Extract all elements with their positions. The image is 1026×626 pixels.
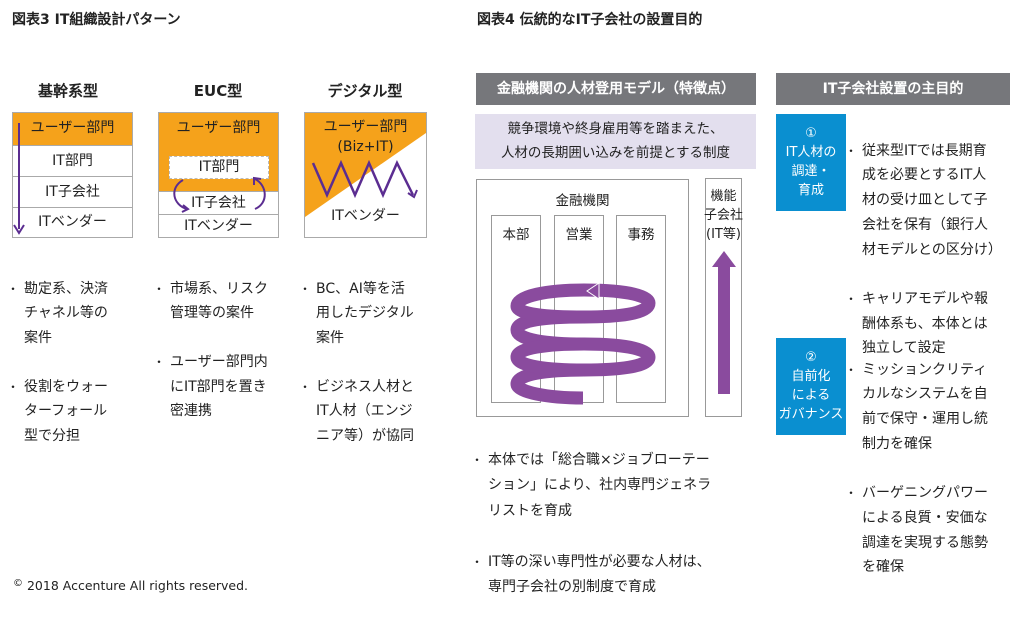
fig4-title: 図表4 伝統的なIT子会社の設置目的 xyxy=(477,12,703,28)
bullet: 従来型ITでは長期育 成を必要とするIT人 材の受け皿として子 会社を保有（銀行… xyxy=(845,139,1002,263)
row-it-subsidiary: IT子会社 xyxy=(159,191,278,214)
bullet: 本体では「総合職×ジョブローテー ション」により、社内専門ジェネラ リストを育成 xyxy=(471,448,711,525)
it-vendor-label: ITベンダー xyxy=(331,208,400,224)
purpose-2-label: ② 自前化 による ガバナンス xyxy=(776,338,846,435)
it-dept-dashed: IT部門 xyxy=(169,156,269,179)
financial-institution-box: 金融機関 本部 営業 事務 xyxy=(476,179,689,417)
purpose-1-bullets: 従来型ITでは長期育 成を必要とするIT人 材の受け皿として子 会社を保有（銀行… xyxy=(845,114,1002,386)
subsidiary-label: 機能 子会社 (IT等) xyxy=(703,189,743,242)
purpose-1-label: ① IT人材の 調達・ 育成 xyxy=(776,114,846,211)
diagonal-split xyxy=(305,113,426,217)
user-dept-bizit: ユーザー部門 (Biz+IT) xyxy=(323,119,408,155)
core-pattern-box: ユーザー部門 IT部門 IT子会社 ITベンダー xyxy=(12,112,133,238)
col-heading-core: 基幹系型 xyxy=(37,82,98,100)
fig3-title: 図表3 IT組織設計パターン xyxy=(12,12,181,28)
digital-pattern-box: ユーザー部門 (Biz+IT) ITベンダー xyxy=(304,112,427,238)
col-heading-euc: EUC型 xyxy=(193,82,243,100)
col-heading-digital: デジタル型 xyxy=(327,82,403,100)
row-it-subsidiary: IT子会社 xyxy=(13,176,132,207)
up-arrow-icon xyxy=(712,251,736,394)
premise-box: 競争環境や終身雇用等を踏まえた、 人材の長期囲い込みを前提とする制度 xyxy=(475,114,756,169)
hr-model-bullets: 本体では「総合職×ジョブローテー ション」により、社内専門ジェネラ リストを育成… xyxy=(471,422,711,626)
hr-model-header: 金融機関の人材登用モデル（特徴点） xyxy=(476,73,756,105)
core-bullets: 勘定系、決済 チャネル等の 案件 役割をウォー ターフォール 型で分担 xyxy=(7,252,108,473)
bullet: ユーザー部門内 にIT部門を置き 密連携 xyxy=(153,350,268,424)
row-it-dept: IT部門 xyxy=(13,145,132,176)
digital-bullets: BC、AI等を活 用したデジタル 案件 ビジネス人材と IT人材（エンジ ニア等… xyxy=(299,252,414,473)
row-it-vendor: ITベンダー xyxy=(159,214,278,237)
bullet: ミッションクリティ カルなシステムを自 前で保守・運用し統 制力を確保 xyxy=(845,358,988,457)
functional-subsidiary-box: 機能 子会社 (IT等) xyxy=(704,178,743,417)
row-user-dept: ユーザー部門 xyxy=(13,113,132,145)
purpose-2-bullets: ミッションクリティ カルなシステムを自 前で保守・運用し統 制力を確保 バーゲニ… xyxy=(845,333,988,605)
org-label: 金融機関 xyxy=(555,193,610,209)
bullet: 役割をウォー ターフォール 型で分担 xyxy=(7,375,108,449)
bullet: 勘定系、決済 チャネル等の 案件 xyxy=(7,277,108,351)
row-it-vendor: ITベンダー xyxy=(13,207,132,237)
bullet: ビジネス人材と IT人材（エンジ ニア等）が協同 xyxy=(299,375,414,449)
copyright: © 2018 Accenture All rights reserved. xyxy=(13,578,248,593)
bullet: キャリアモデルや報 酬体系も、本体とは 独立して設定 xyxy=(845,287,1002,361)
bullet: IT等の深い専門性が必要な人材は、 専門子会社の別制度で育成 xyxy=(471,550,711,601)
down-arrow-icon xyxy=(13,123,25,235)
euc-bullets: 市場系、リスク 管理等の案件 ユーザー部門内 にIT部門を置き 密連携 xyxy=(153,252,268,448)
copyright-text: 2018 Accenture All rights reserved. xyxy=(26,578,249,593)
cycle-arrows-icon xyxy=(173,176,266,213)
purpose-header: IT子会社設置の主目的 xyxy=(776,73,1010,105)
bullet: 市場系、リスク 管理等の案件 xyxy=(153,277,268,326)
bullet: バーゲニングパワー による良質・安価な 調達を実現する態勢 を確保 xyxy=(845,481,988,580)
copyright-symbol: © xyxy=(13,578,23,589)
rotation-spiral-icon xyxy=(510,282,656,405)
dept-jimu: 事務 xyxy=(616,215,666,403)
bullet: BC、AI等を活 用したデジタル 案件 xyxy=(299,277,414,351)
euc-pattern-box: ユーザー部門 IT部門 IT子会社 ITベンダー xyxy=(158,112,279,238)
